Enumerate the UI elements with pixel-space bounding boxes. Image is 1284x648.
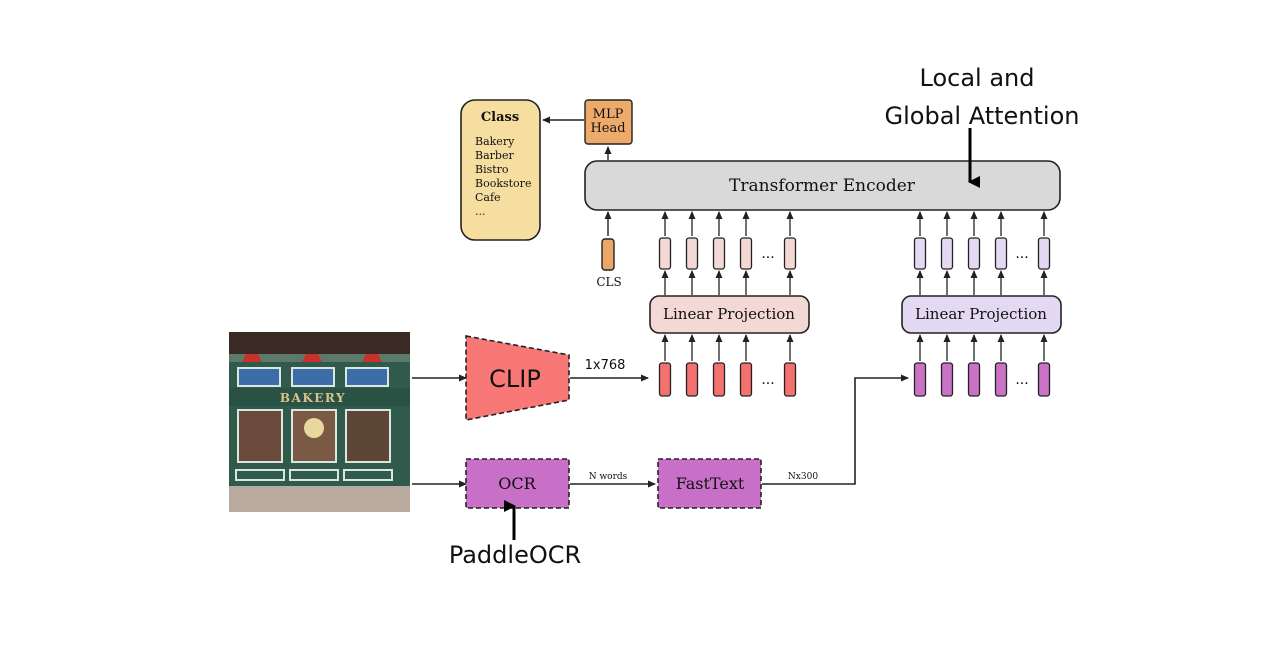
clip-feature-token <box>685 362 699 397</box>
cls-token <box>601 238 615 271</box>
class-list: BakeryBarberBistroBookstoreCafe... <box>475 135 531 218</box>
mlp-head <box>584 99 633 145</box>
fasttext-block <box>657 458 762 509</box>
class-list-item: Bakery <box>475 135 515 148</box>
ocr-feature-token <box>1037 362 1051 397</box>
fasttext-output-arrow <box>762 374 909 485</box>
clip-block <box>465 335 570 421</box>
class-list-item: Bistro <box>475 163 509 176</box>
token-groups: ............ <box>658 211 1051 397</box>
fasttext-output-label: Nx300 <box>788 472 818 482</box>
class-list-item: Cafe <box>475 191 501 204</box>
paddleocr-label: PaddleOCR <box>449 541 581 569</box>
ocr-embedded-token <box>1037 237 1051 270</box>
ocr-projection-label: Linear Projection <box>915 305 1047 323</box>
ocr-embedded-token <box>967 237 981 270</box>
clip-embedded-token <box>685 237 699 270</box>
clip-linear-projection <box>649 295 810 334</box>
mlp-head-line1: MLP <box>593 107 624 122</box>
class-list-item: Bookstore <box>475 177 531 190</box>
clip-feature-token <box>658 362 672 397</box>
ocr-feature-token <box>940 362 954 397</box>
ocr-feature-token <box>913 362 927 397</box>
ocr-feature-ellipsis: ... <box>1015 372 1028 388</box>
ocr-feature-token <box>967 362 981 397</box>
clip-output-dim: 1x768 <box>585 358 626 373</box>
clip-embedded-token <box>739 237 753 270</box>
ocr-embedded-token <box>940 237 954 270</box>
clip-feature-ellipsis: ... <box>761 372 774 388</box>
class-box <box>460 99 541 241</box>
clip-embedded-token <box>712 237 726 270</box>
clip-label: CLIP <box>489 365 541 393</box>
bakery-photo: BAKERY <box>229 332 410 512</box>
clip-feature-token <box>783 362 797 397</box>
clip-feature-token <box>712 362 726 397</box>
clip-projection-label: Linear Projection <box>663 305 795 323</box>
ocr-feature-token <box>994 362 1008 397</box>
ocr-embedded-token <box>913 237 927 270</box>
clip-embedding-ellipsis: ... <box>761 246 774 262</box>
clip-embedded-token <box>783 237 797 270</box>
class-box-title: Class <box>481 110 519 125</box>
ocr-output-label: N words <box>589 472 628 482</box>
transformer-encoder-label: Transformer Encoder <box>729 176 916 196</box>
ocr-embedding-ellipsis: ... <box>1015 246 1028 262</box>
ocr-block <box>465 458 570 509</box>
ocr-embedded-token <box>994 237 1008 270</box>
mlp-head-line2: Head <box>590 121 625 136</box>
ocr-label: OCR <box>498 474 536 493</box>
class-list-item: Barber <box>475 149 514 162</box>
attention-label-line1: Local and <box>920 64 1035 92</box>
class-list-item: ... <box>475 205 486 218</box>
fasttext-label: FastText <box>676 474 745 493</box>
attention-label-line2: Global Attention <box>885 102 1080 130</box>
clip-feature-token <box>739 362 753 397</box>
ocr-linear-projection <box>901 295 1062 334</box>
transformer-encoder <box>584 160 1061 211</box>
photo-sign-text: BAKERY <box>280 391 346 405</box>
clip-embedded-token <box>658 237 672 270</box>
cls-label: CLS <box>596 275 621 289</box>
